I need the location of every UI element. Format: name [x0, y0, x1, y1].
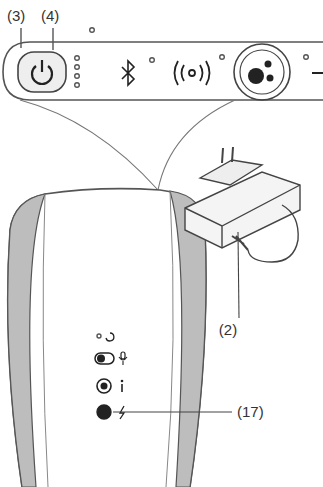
reset-icon — [97, 334, 101, 338]
leader-line — [52, 28, 53, 50]
zoom-line — [20, 100, 158, 190]
leader-line — [20, 28, 21, 48]
power-jack — [97, 405, 111, 419]
assistant-button — [234, 44, 290, 100]
leader-line — [113, 411, 232, 412]
callout-number: (17) — [236, 404, 265, 419]
callout-number: (3) — [6, 8, 26, 23]
aux-jack — [97, 379, 111, 393]
speaker-body — [8, 189, 206, 487]
adapter-cable — [248, 205, 298, 262]
power-adapter — [185, 172, 300, 248]
control-panel — [3, 42, 323, 100]
side-grille — [8, 194, 45, 487]
led — [75, 56, 80, 61]
callout-number: (2) — [218, 322, 238, 337]
bluetooth-icon — [122, 61, 134, 85]
leader-line — [238, 232, 239, 318]
party-icon — [189, 70, 195, 76]
mic-switch — [95, 353, 114, 364]
mic-icon — [121, 352, 125, 359]
callout-number: (4) — [40, 8, 60, 23]
power-button — [18, 52, 66, 92]
